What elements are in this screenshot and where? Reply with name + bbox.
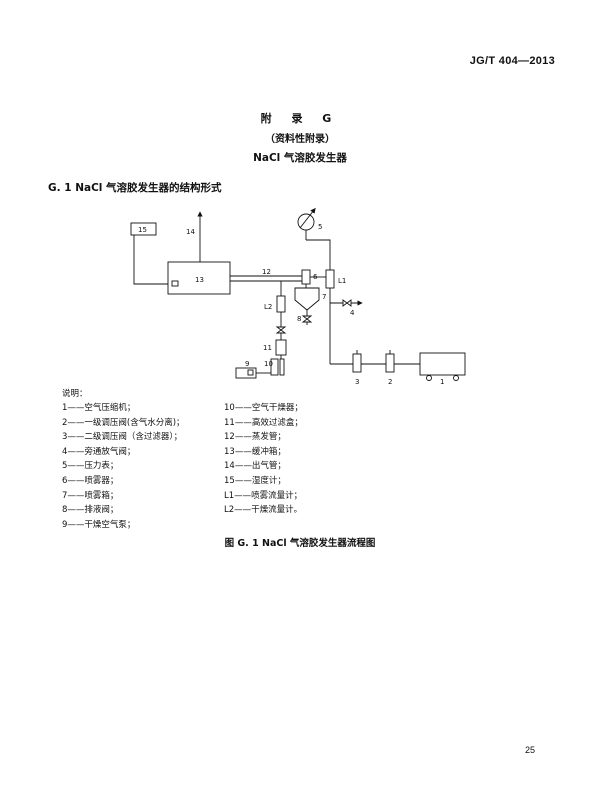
legend-item: 12——蒸发管； [224,432,286,443]
legend-item: 2——一级调压阀(含气水分离)； [62,417,185,428]
buffer-box [167,261,231,295]
drying-flowmeter [276,295,286,313]
label-12: 12 [262,268,271,276]
drying-valve [275,326,287,334]
label-2: 2 [388,378,392,385]
legend-item: 13——缓冲箱； [224,446,286,457]
secondary-regulator [352,353,362,373]
legend-item: 5——压力表； [62,461,119,472]
bypass-valve [342,299,352,307]
standard-code: JG/T 404—2013 [469,55,555,67]
gauge-pipe [306,239,331,270]
legend-column-right: 10——空气干燥器； 11——高效过滤盒； 12——蒸发管； 13——缓冲箱； … [224,401,303,518]
label-10: 10 [264,360,273,368]
label-3: 3 [355,378,359,385]
appendix-subtitle: （资料性附录） [265,134,335,145]
label-4: 4 [350,309,355,317]
legend-item: 10——空气干燥器； [224,403,303,413]
label-14: 14 [186,228,195,236]
label-L1: L1 [338,277,346,285]
drain-valve [301,315,313,323]
sprayer [301,269,311,285]
legend-item: 15——湿度计； [224,475,286,486]
primary-regulator [385,353,395,373]
legend-item: 3——二级调压阀（含过滤器）； [62,432,183,443]
legend-item: 6——喷雾器； [62,475,119,486]
label-5: 5 [318,223,322,231]
legend-item: L1——喷雾流量计； [224,490,303,501]
air-dryer [270,358,279,376]
label-7: 7 [322,293,326,301]
label-6: 6 [313,273,318,281]
legend-item: L2——干燥流量计。 [224,505,303,516]
hepa-filter [275,339,287,356]
appendix-name: NaCl 气溶胶发生器 [253,152,347,164]
humidity-meter-box [130,222,157,236]
legend-item: 8——排液阀； [62,505,119,516]
appendix-title: 附 录 G [260,112,340,125]
legend-item: 1——空气压缩机； [62,403,136,413]
buffer-box-sensor [171,280,179,287]
label-1: 1 [440,378,444,385]
label-13: 13 [195,276,204,284]
pressure-gauge-needle [299,207,316,229]
air-compressor [419,352,466,376]
spray-box [294,287,320,311]
legend-item: 11——高效过滤盒； [224,417,303,428]
spray-flowmeter [325,269,335,289]
legend-column-left: 1——空气压缩机； 2——一级调压阀(含气水分离)； 3——二级调压阀（含过滤器… [62,401,185,532]
legend-item: 4——旁通放气阀； [62,446,136,457]
label-15: 15 [138,226,147,234]
legend-item: 14——出气管； [224,461,286,472]
flow-diagram: 15 14 13 12 5 6 L1 7 4 8 L2 11 10 9 3 2 … [130,207,466,385]
label-L2: L2 [264,303,272,311]
page-number: 25 [524,745,535,755]
label-9: 9 [245,360,249,368]
label-11: 11 [263,344,272,352]
label-8: 8 [297,315,301,323]
section-heading: G. 1 NaCl 气溶胶发生器的结构形式 [48,182,222,194]
legend-title: 说明： [62,389,88,399]
legend-item: 7——喷雾箱； [62,490,119,501]
figure-caption: 图 G. 1 NaCl 气溶胶发生器流程图 [224,538,376,549]
humidity-meter-line [133,235,172,285]
legend-item: 9——干燥空气泵； [62,519,136,530]
